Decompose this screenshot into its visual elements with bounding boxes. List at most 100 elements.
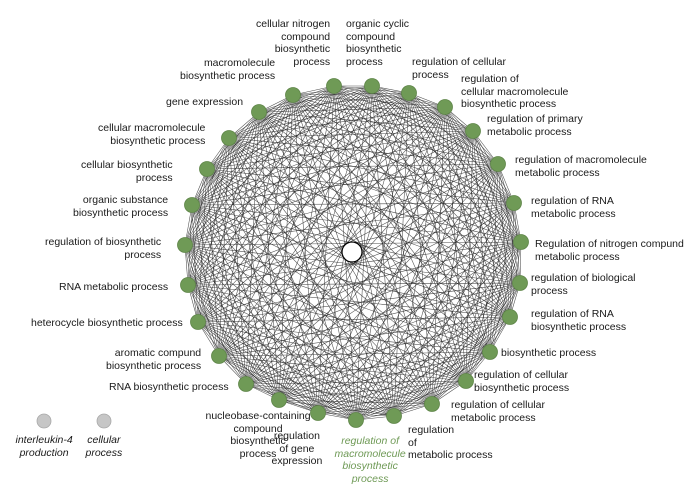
node-label-n14: regulation of metabolic process <box>408 424 493 461</box>
edge-n13-n16 <box>317 403 433 414</box>
edge-n21-n25 <box>187 137 230 286</box>
node-label-n16: regulation of gene expression <box>271 430 323 467</box>
edge-n12-n18 <box>245 380 467 385</box>
edge-n10-n17 <box>278 316 511 401</box>
node-n19[interactable] <box>211 348 227 364</box>
edge-n24-n27 <box>206 94 294 170</box>
node-n3[interactable] <box>401 85 417 101</box>
edge-n3-n27 <box>292 92 410 96</box>
edge-n19-n26 <box>218 111 260 357</box>
node-n20[interactable] <box>190 314 206 330</box>
node-label-n17: nucleobase-containing compound biosynthe… <box>205 410 311 460</box>
edge-n6-n25 <box>228 137 499 165</box>
edge-n1-n22 <box>184 85 335 246</box>
edge-n2-n14 <box>371 85 395 417</box>
edge-n4-n26 <box>258 106 446 113</box>
edge-n3-n26 <box>258 92 410 113</box>
node-label-n4: regulation of cellular macromolecule bio… <box>461 73 569 110</box>
edge-n11-n27 <box>292 94 491 353</box>
legend-label-lg1: interleukin-4 production <box>15 434 73 459</box>
node-n16[interactable] <box>310 405 326 421</box>
edge-n8-n14 <box>393 241 522 417</box>
edge-n6-n24 <box>206 163 499 170</box>
node-n27[interactable] <box>285 87 301 103</box>
edge-n9-n16 <box>317 282 521 414</box>
edge-n22-n27 <box>184 94 294 246</box>
edge-n9-n14 <box>393 282 521 417</box>
edge-n18-n27 <box>245 94 294 385</box>
edge-n4-n14 <box>393 106 446 417</box>
edge-n8-n27 <box>292 94 522 243</box>
edge-n6-n9 <box>497 163 521 284</box>
edge-n5-n21 <box>187 130 474 286</box>
edge-n14-n22 <box>184 244 395 417</box>
edge-n11-n21 <box>187 284 491 353</box>
node-n5[interactable] <box>465 123 481 139</box>
edge-n14-n26 <box>258 111 395 417</box>
edge-n13-n24 <box>206 168 433 405</box>
node-n17[interactable] <box>271 392 287 408</box>
node-n22[interactable] <box>177 237 193 253</box>
edge-n12-n24 <box>206 168 467 382</box>
edge-n11-n18 <box>245 351 491 385</box>
edge-n6-n12 <box>465 163 499 382</box>
legend-label-lg2: cellular process <box>85 434 123 459</box>
node-n18[interactable] <box>238 376 254 392</box>
edge-n15-n25 <box>228 137 357 421</box>
node-n23[interactable] <box>184 197 200 213</box>
edge-n13-n27 <box>292 94 433 405</box>
edge-n6-n16 <box>317 163 499 414</box>
edge-n17-n25 <box>228 137 280 401</box>
node-n21[interactable] <box>180 277 196 293</box>
edge-n8-n18 <box>245 241 522 385</box>
edge-n12-n26 <box>258 111 467 382</box>
edge-n6-n21 <box>187 163 499 286</box>
edge-n12-n23 <box>191 204 467 382</box>
node-n15[interactable] <box>348 412 364 428</box>
node-n24[interactable] <box>199 161 215 177</box>
edge-n7-n23 <box>191 202 515 206</box>
node-n25[interactable] <box>221 130 237 146</box>
center-node <box>341 241 363 263</box>
edge-n15-n19 <box>218 355 357 421</box>
edge-n13-n25 <box>228 137 433 405</box>
node-n8[interactable] <box>513 234 529 250</box>
node-label-n9: regulation of biological process <box>531 272 636 297</box>
node-n26[interactable] <box>251 104 267 120</box>
node-n14[interactable] <box>386 408 402 424</box>
edge-n12-n27 <box>292 94 467 382</box>
node-n13[interactable] <box>424 396 440 412</box>
edge-n6-n22 <box>184 163 499 246</box>
node-n7[interactable] <box>506 195 522 211</box>
node-n12[interactable] <box>458 373 474 389</box>
edge-n3-n25 <box>228 92 410 139</box>
node-n9[interactable] <box>512 275 528 291</box>
node-n10[interactable] <box>502 309 518 325</box>
node-n2[interactable] <box>364 78 380 94</box>
node-n4[interactable] <box>437 99 453 115</box>
edge-n17-n27 <box>278 94 294 401</box>
edge-n10-n27 <box>292 94 511 318</box>
node-label-n26: gene expression <box>166 96 244 108</box>
node-n1[interactable] <box>326 78 342 94</box>
edge-n13-n23 <box>191 204 433 405</box>
node-label-n13: regulation of cellular metabolic process <box>451 399 545 424</box>
edge-n16-n27 <box>292 94 319 414</box>
edge-n13-n21 <box>187 284 433 405</box>
edge-n20-n26 <box>197 111 260 323</box>
node-label-n23: organic substance biosynthetic process <box>73 194 169 219</box>
edge-n22-n25 <box>184 137 230 246</box>
edge-n10-n21 <box>187 284 511 318</box>
edge-n4-n23 <box>191 106 446 206</box>
node-n6[interactable] <box>490 156 506 172</box>
edge-n7-n24 <box>206 168 515 204</box>
edge-n21-n27 <box>187 94 294 286</box>
node-n11[interactable] <box>482 344 498 360</box>
edge-n9-n12 <box>465 282 521 382</box>
edge-n2-n11 <box>371 85 491 353</box>
node-label-n18: RNA biosynthetic process <box>109 381 229 393</box>
node-label-n3: regulation of cellular process <box>412 56 506 81</box>
edge-n19-n27 <box>218 94 294 357</box>
edge-n9-n24 <box>206 168 521 284</box>
